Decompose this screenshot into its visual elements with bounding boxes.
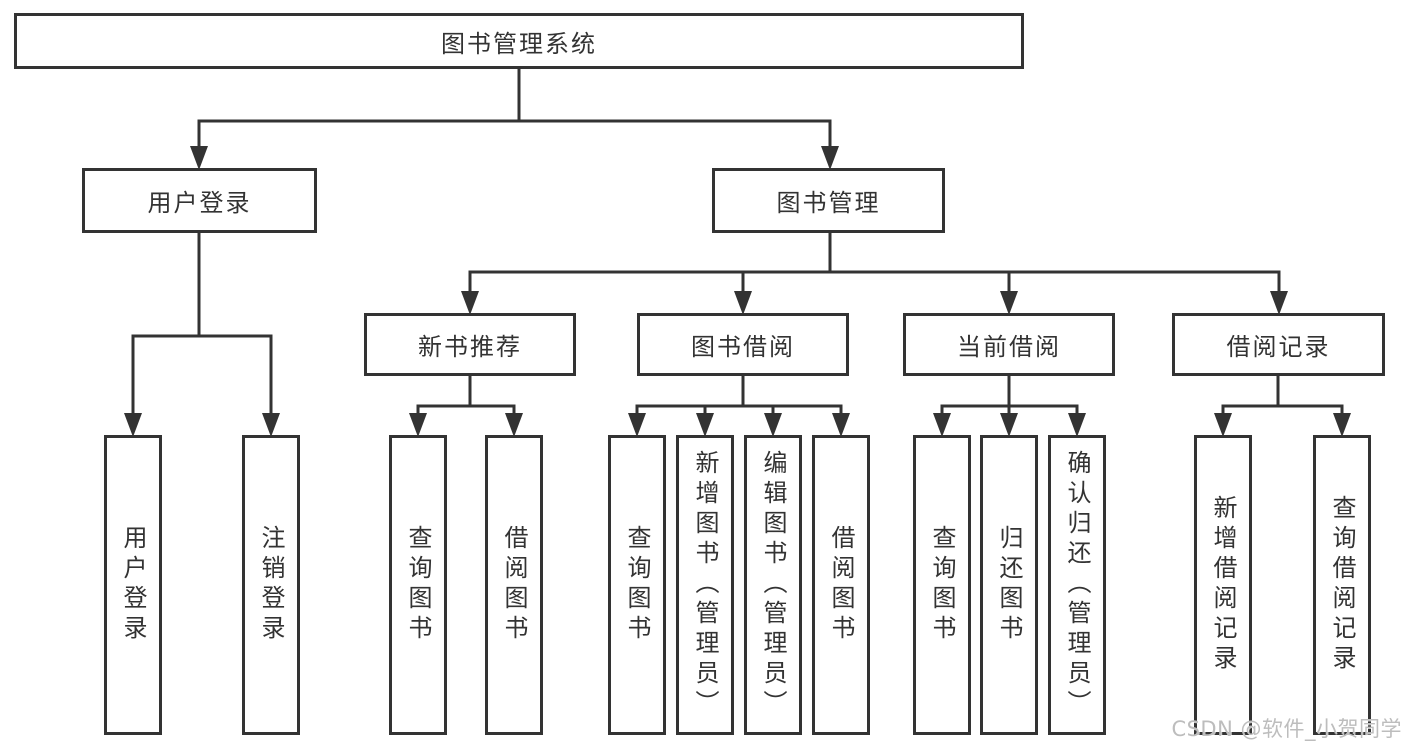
- leaf-user-login-label: 用户登录: [119, 525, 147, 645]
- connector-book-borrow-to-leaves: [628, 376, 850, 437]
- node-new-book-recommend-label: 新书推荐: [418, 333, 522, 361]
- node-book-management-label: 图书管理: [776, 189, 881, 217]
- leaf-add-book-admin-label: 新增图书（管理员）: [691, 450, 719, 720]
- node-current-borrow: 当前借阅: [903, 313, 1115, 376]
- connector-user-login-to-leaves: [124, 233, 280, 437]
- node-current-borrow-label: 当前借阅: [957, 333, 1061, 361]
- leaf-query-borrow-record-label: 查询借阅记录: [1328, 495, 1356, 675]
- node-user-login: 用户登录: [82, 168, 317, 233]
- leaf-add-borrow-record: 新增借阅记录: [1194, 435, 1252, 735]
- node-book-management: 图书管理: [712, 168, 945, 233]
- node-borrow-records: 借阅记录: [1172, 313, 1385, 376]
- leaf-query-books-current-label: 查询图书: [928, 525, 956, 645]
- connector-book-management-to-level3: [461, 233, 1288, 315]
- leaf-confirm-return-admin-label: 确认归还（管理员）: [1063, 450, 1091, 720]
- leaf-edit-book-admin-label: 编辑图书（管理员）: [759, 450, 787, 720]
- node-book-borrow: 图书借阅: [637, 313, 849, 376]
- leaf-query-books-recommend-label: 查询图书: [404, 525, 432, 645]
- csdn-watermark: CSDN @软件_小贺同学: [1171, 717, 1402, 741]
- leaf-borrow-books-recommend: 借阅图书: [485, 435, 543, 735]
- leaf-query-books-borrow: 查询图书: [608, 435, 666, 735]
- node-new-book-recommend: 新书推荐: [364, 313, 576, 376]
- leaf-add-book-admin: 新增图书（管理员）: [676, 435, 734, 735]
- node-book-borrow-label: 图书借阅: [691, 333, 795, 361]
- leaf-logout: 注销登录: [242, 435, 300, 735]
- leaf-query-books-borrow-label: 查询图书: [623, 525, 651, 645]
- node-user-login-label: 用户登录: [147, 189, 252, 217]
- leaf-borrow-books-recommend-label: 借阅图书: [500, 525, 528, 645]
- connector-new-book-recommend-to-leaves: [409, 376, 523, 437]
- leaf-query-books-recommend: 查询图书: [389, 435, 447, 735]
- connector-current-borrow-to-leaves: [933, 376, 1086, 437]
- leaf-borrow-books-borrow-label: 借阅图书: [827, 525, 855, 645]
- leaf-query-borrow-record: 查询借阅记录: [1313, 435, 1371, 735]
- leaf-edit-book-admin: 编辑图书（管理员）: [744, 435, 802, 735]
- leaf-add-borrow-record-label: 新增借阅记录: [1209, 495, 1237, 675]
- node-borrow-records-label: 借阅记录: [1226, 333, 1331, 361]
- connector-borrow-records-to-leaves: [1214, 376, 1351, 437]
- node-root: 图书管理系统: [14, 13, 1024, 69]
- leaf-borrow-books-borrow: 借阅图书: [812, 435, 870, 735]
- node-root-label: 图书管理系统: [441, 29, 597, 58]
- leaf-return-book: 归还图书: [980, 435, 1038, 735]
- connector-root-to-level2: [190, 69, 839, 170]
- leaf-return-book-label: 归还图书: [995, 525, 1023, 645]
- leaf-query-books-current: 查询图书: [913, 435, 971, 735]
- leaf-user-login: 用户登录: [104, 435, 162, 735]
- leaf-confirm-return-admin: 确认归还（管理员）: [1048, 435, 1106, 735]
- leaf-logout-label: 注销登录: [257, 525, 285, 645]
